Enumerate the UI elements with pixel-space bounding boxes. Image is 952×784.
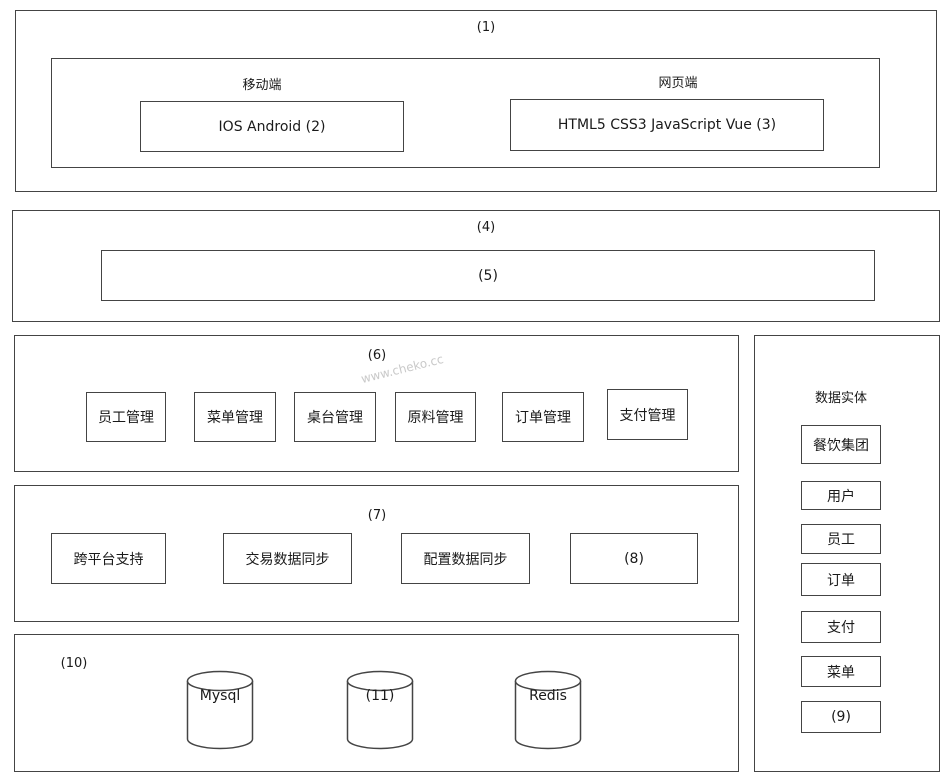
database-cylinder-icon (186, 670, 254, 750)
database-cylinder-icon (514, 670, 582, 750)
web-title: 网页端 (658, 76, 698, 91)
config-data-sync: 配置数据同步 (401, 533, 530, 584)
layer-1-label: (1) (476, 20, 496, 35)
layer-10-label: (10) (60, 656, 88, 671)
database-cylinder-icon (346, 670, 414, 750)
cross-platform-support: 跨平台支持 (51, 533, 166, 584)
database-11: (11) (346, 670, 414, 750)
web-technologies-box: HTML5 CSS3 JavaScript Vue (3) (510, 99, 824, 151)
database-mysql: Mysql (186, 670, 254, 750)
database-redis: Redis (514, 670, 582, 750)
entity-payment: 支付 (801, 611, 881, 643)
entity-staff: 员工 (801, 524, 881, 554)
mobile-platforms-box: IOS Android (2) (140, 101, 404, 152)
entity-order: 订单 (801, 563, 881, 596)
entity-user: 用户 (801, 481, 881, 510)
layer-7-label: (7) (367, 508, 387, 523)
layer-8-box: (8) (570, 533, 698, 584)
module-payment-management: 支付管理 (607, 389, 688, 440)
transaction-data-sync: 交易数据同步 (223, 533, 352, 584)
layer-5-box: (5) (101, 250, 875, 301)
entity-9: (9) (801, 701, 881, 733)
database-redis-label: Redis (529, 688, 567, 704)
data-entities-title: 数据实体 (814, 391, 867, 406)
module-material-management: 原料管理 (395, 392, 476, 442)
module-table-management: 桌台管理 (294, 392, 376, 442)
layer-4-label: (4) (476, 220, 496, 235)
module-staff-management: 员工管理 (86, 392, 166, 442)
mobile-title: 移动端 (242, 78, 282, 93)
database-mysql-label: Mysql (199, 688, 241, 704)
entity-catering-group: 餐饮集团 (801, 425, 881, 464)
module-menu-management: 菜单管理 (194, 392, 276, 442)
module-order-management: 订单管理 (502, 392, 584, 442)
layer-6-label: (6) (367, 348, 387, 363)
database-11-label: (11) (365, 688, 395, 704)
entity-menu: 菜单 (801, 656, 881, 687)
